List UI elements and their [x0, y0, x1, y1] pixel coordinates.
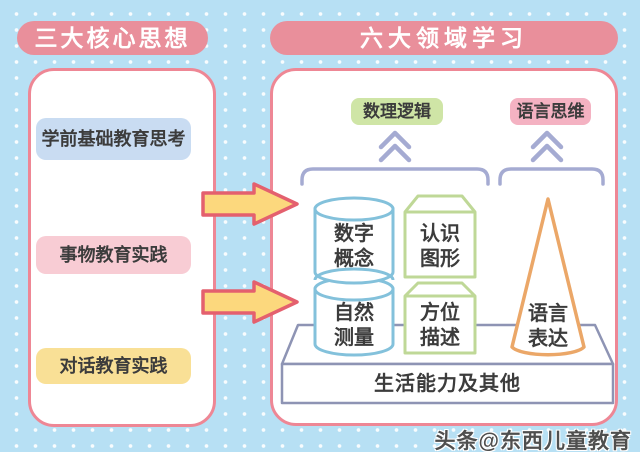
- left-card: 学前基础教育思考 事物教育实践 对话教育实践: [28, 68, 216, 427]
- cylinder-bottom-label: 自然 测量: [334, 302, 374, 349]
- cylinder-top-icon: [313, 196, 395, 285]
- arrow-right-icon: [201, 182, 299, 324]
- language-double-chevron-up-icon: [530, 130, 564, 163]
- cylinder-bottom-icon: [313, 276, 395, 357]
- core-idea-item-3: 对话教育实践: [36, 348, 191, 384]
- cylinder-junction-arc: [313, 267, 395, 281]
- language-group-bracket: [498, 167, 605, 186]
- box-top-icon: [403, 194, 477, 279]
- watermark: 头条@东西儿童教育: [434, 430, 632, 452]
- cylinder-top-label: 数字 概念: [334, 223, 374, 270]
- box-bottom-label: 方位 描述: [420, 302, 460, 349]
- language-thinking-badge: 语言思维: [510, 98, 591, 125]
- cone-icon: [510, 197, 586, 357]
- left-panel-title: 三大核心思想: [17, 21, 208, 55]
- math-group-bracket: [300, 167, 490, 186]
- box-bottom-icon: [403, 281, 477, 355]
- box-top-label: 认识 图形: [420, 223, 460, 270]
- core-idea-item-2: 事物教育实践: [36, 236, 191, 274]
- math-double-chevron-up-icon: [378, 130, 412, 163]
- core-idea-item-1: 学前基础教育思考: [36, 118, 191, 160]
- right-panel-title: 六大领域学习: [270, 21, 618, 55]
- cone-label: 语言 表达: [528, 303, 568, 350]
- platform-label: 生活能力及其他: [374, 373, 521, 395]
- math-logic-badge: 数理逻辑: [351, 98, 443, 125]
